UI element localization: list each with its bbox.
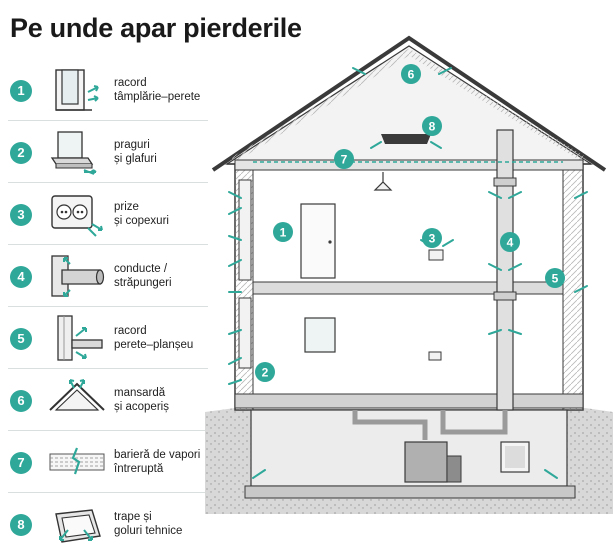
legend-item-7: 7 barieră de vapori întreruptă [8,432,208,493]
attic-hatch [381,134,431,144]
house-marker-8: 8 [422,116,442,136]
svg-text:6: 6 [408,68,415,82]
house-marker-2: 2 [255,362,275,382]
legend-text-2: praguri și glafuri [114,139,157,165]
legend-item-8: 8 trape și goluri tehnice [8,494,208,554]
svg-text:5: 5 [552,272,559,286]
broken-vapor-barrier-icon [49,447,105,475]
legend-text-6: mansardă și acoperiș [114,387,169,413]
ceiling-lamp [373,172,393,191]
window-sill-icon [50,131,97,175]
legend-item-1: 1 racord tâmplărie–perete [8,60,208,121]
legend-text-8: trape și goluri tehnice [114,511,183,537]
legend-text-5: racord perete–planșeu [114,325,194,351]
legend-text-7: barieră de vapori întreruptă [114,449,201,475]
foundation [244,485,576,499]
legend-badge-8: 8 [10,514,32,536]
power-outlet-icon [51,195,103,237]
house-marker-5: 5 [545,268,565,288]
house-cross-section: 6 8 7 1 3 4 5 2 [205,35,613,514]
attic-slab [234,159,584,171]
svg-text:1: 1 [280,226,287,240]
legend-item-6: 6 mansardă și acoperiș [8,370,208,431]
legend-item-3: 3 prize și copexuri [8,184,208,245]
ground-slab [234,393,584,409]
legend-badge-1: 1 [10,80,32,102]
window-frame-upper [238,179,252,281]
legend-badge-5: 5 [10,328,32,350]
legend-item-5: 5 racord perete–planșeu [8,308,208,369]
legend-text-4: conducte / străpungeri [114,263,172,289]
roof [211,35,607,172]
legend-badge-4: 4 [10,266,32,288]
window [304,317,336,353]
legend-badge-7: 7 [10,452,32,474]
right-wall [562,163,584,411]
legend-text-3: prize și copexuri [114,201,169,227]
house-marker-4: 4 [500,232,520,252]
svg-text:7: 7 [341,153,348,167]
svg-text:4: 4 [507,236,514,250]
page-title: Pe unde apar pierderile [10,13,302,43]
house-marker-7: 7 [334,149,354,169]
window-frame-lower [238,297,252,369]
legend-badge-2: 2 [10,142,32,164]
house-marker-1: 1 [273,222,293,242]
leak-arrows [228,67,588,479]
legend-badge-3: 3 [10,204,32,226]
house-marker-3: 3 [422,228,442,248]
window-frame-icon [55,69,99,111]
svg-text:2: 2 [262,366,269,380]
vertical-pipe [493,129,517,411]
legend-item-2: 2 praguri și glafuri [8,122,208,183]
wall-floor-joint-icon [57,315,103,361]
legend-badge-6: 6 [10,390,32,412]
floor-slab [252,281,564,295]
legend-item-4: 4 conducte / străpungeri [8,246,208,307]
svg-text:3: 3 [429,232,436,246]
roof-icon [49,379,105,411]
hatch-icon [55,509,101,543]
house-marker-6: 6 [401,64,421,84]
pipe-penetration-icon [51,255,105,297]
svg-text:8: 8 [429,120,436,134]
legend-text-1: racord tâmplărie–perete [114,77,201,103]
wall-outlet [428,249,444,261]
basement-pipes [352,410,530,483]
